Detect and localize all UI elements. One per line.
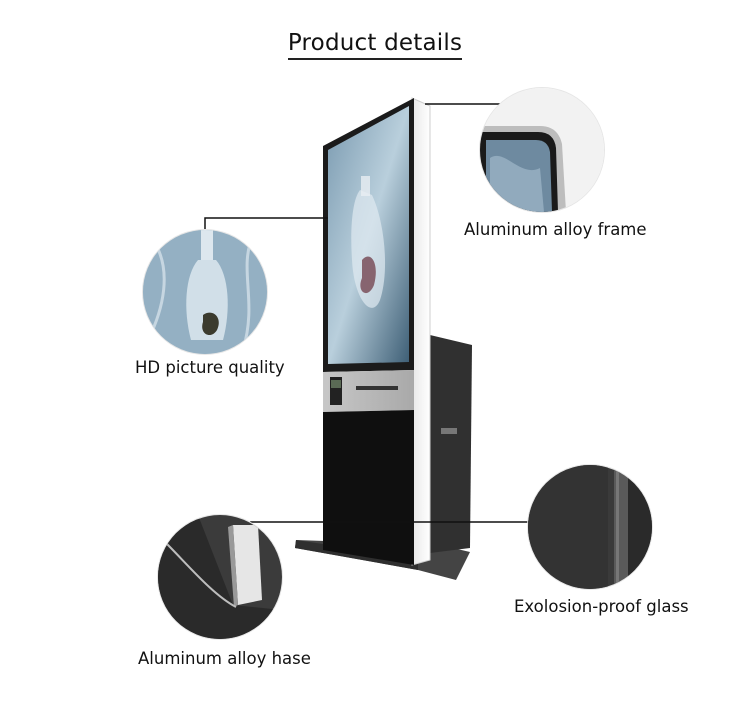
glass-detail-image: [528, 465, 652, 589]
glass-detail-circle: [528, 465, 652, 589]
glass-label: Exolosion-proof glass: [514, 597, 689, 616]
base-label: Aluminum alloy hase: [138, 649, 311, 668]
frame-detail-circle: [480, 88, 604, 212]
page-title: Product details: [0, 30, 750, 60]
base-detail-image: [158, 515, 282, 639]
hd-detail-image: [143, 230, 267, 354]
page-title-text: Product details: [287, 30, 463, 60]
kiosk-control-panel: [323, 370, 414, 412]
base-detail-circle: [158, 515, 282, 639]
frame-label: Aluminum alloy frame: [464, 220, 647, 239]
kiosk-side-frame: [411, 97, 431, 566]
kiosk-lower-cabinet: [323, 410, 414, 565]
hd-label: HD picture quality: [135, 358, 285, 377]
hd-detail-circle: [143, 230, 267, 354]
frame-detail-image: [480, 88, 604, 212]
kiosk-back-cabinet: [430, 335, 472, 553]
